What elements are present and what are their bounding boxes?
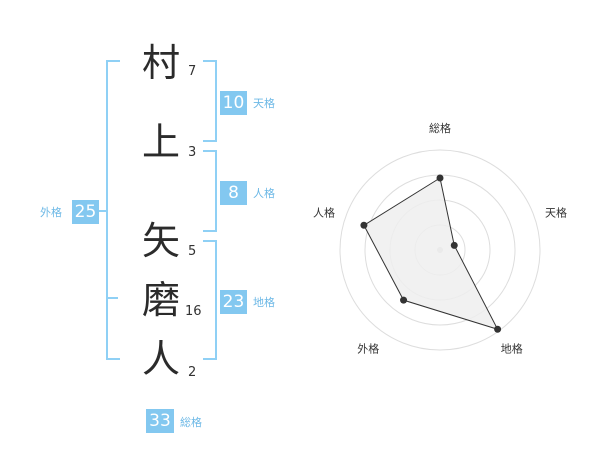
tenkaku-bracket — [203, 60, 217, 142]
jinkaku-bracket — [203, 150, 217, 232]
stroke-count-4: 16 — [185, 304, 202, 319]
gaikaku-label: 外格 — [40, 206, 62, 219]
name-char-5: 人 — [141, 337, 180, 381]
soukaku-badge: 33 — [146, 409, 174, 433]
gaikaku-badge: 25 — [72, 200, 99, 224]
jinkaku-label: 人格 — [253, 187, 275, 200]
radar-axis-label-4: 外格 — [357, 342, 379, 356]
tenkaku-badge: 10 — [220, 91, 247, 115]
name-char-4: 磨 — [141, 278, 180, 322]
radar-axis-label-5: 人格 — [313, 205, 335, 219]
radar-point-5 — [360, 221, 368, 229]
radar-point-4 — [400, 296, 408, 304]
radar-axis-label-2: 天格 — [545, 205, 567, 219]
name-char-2: 上 — [141, 120, 180, 164]
radar-polygon — [363, 177, 499, 331]
radar-point-3 — [494, 325, 502, 333]
radar-axis-label-3: 地格 — [501, 342, 523, 356]
stroke-count-3: 5 — [188, 244, 197, 259]
gaikaku-bracket-tick — [96, 210, 106, 212]
radar-point-2 — [450, 241, 458, 249]
gaikaku-bracket — [106, 60, 120, 360]
stroke-count-1: 7 — [188, 64, 197, 79]
gaikaku-bracket-inner-tick — [106, 297, 118, 299]
stroke-count-5: 2 — [188, 365, 197, 380]
name-char-3: 矢 — [141, 219, 180, 263]
chikaku-bracket — [203, 240, 217, 360]
jinkaku-badge: 8 — [220, 181, 247, 205]
name-char-1: 村 — [141, 41, 180, 85]
soukaku-label: 総格 — [180, 416, 202, 429]
stroke-count-2: 3 — [188, 145, 197, 160]
tenkaku-label: 天格 — [253, 97, 275, 110]
radar-point-1 — [436, 174, 444, 182]
chikaku-badge: 23 — [220, 290, 247, 314]
radar-axis-label-1: 総格 — [429, 121, 451, 135]
chikaku-label: 地格 — [253, 296, 275, 309]
